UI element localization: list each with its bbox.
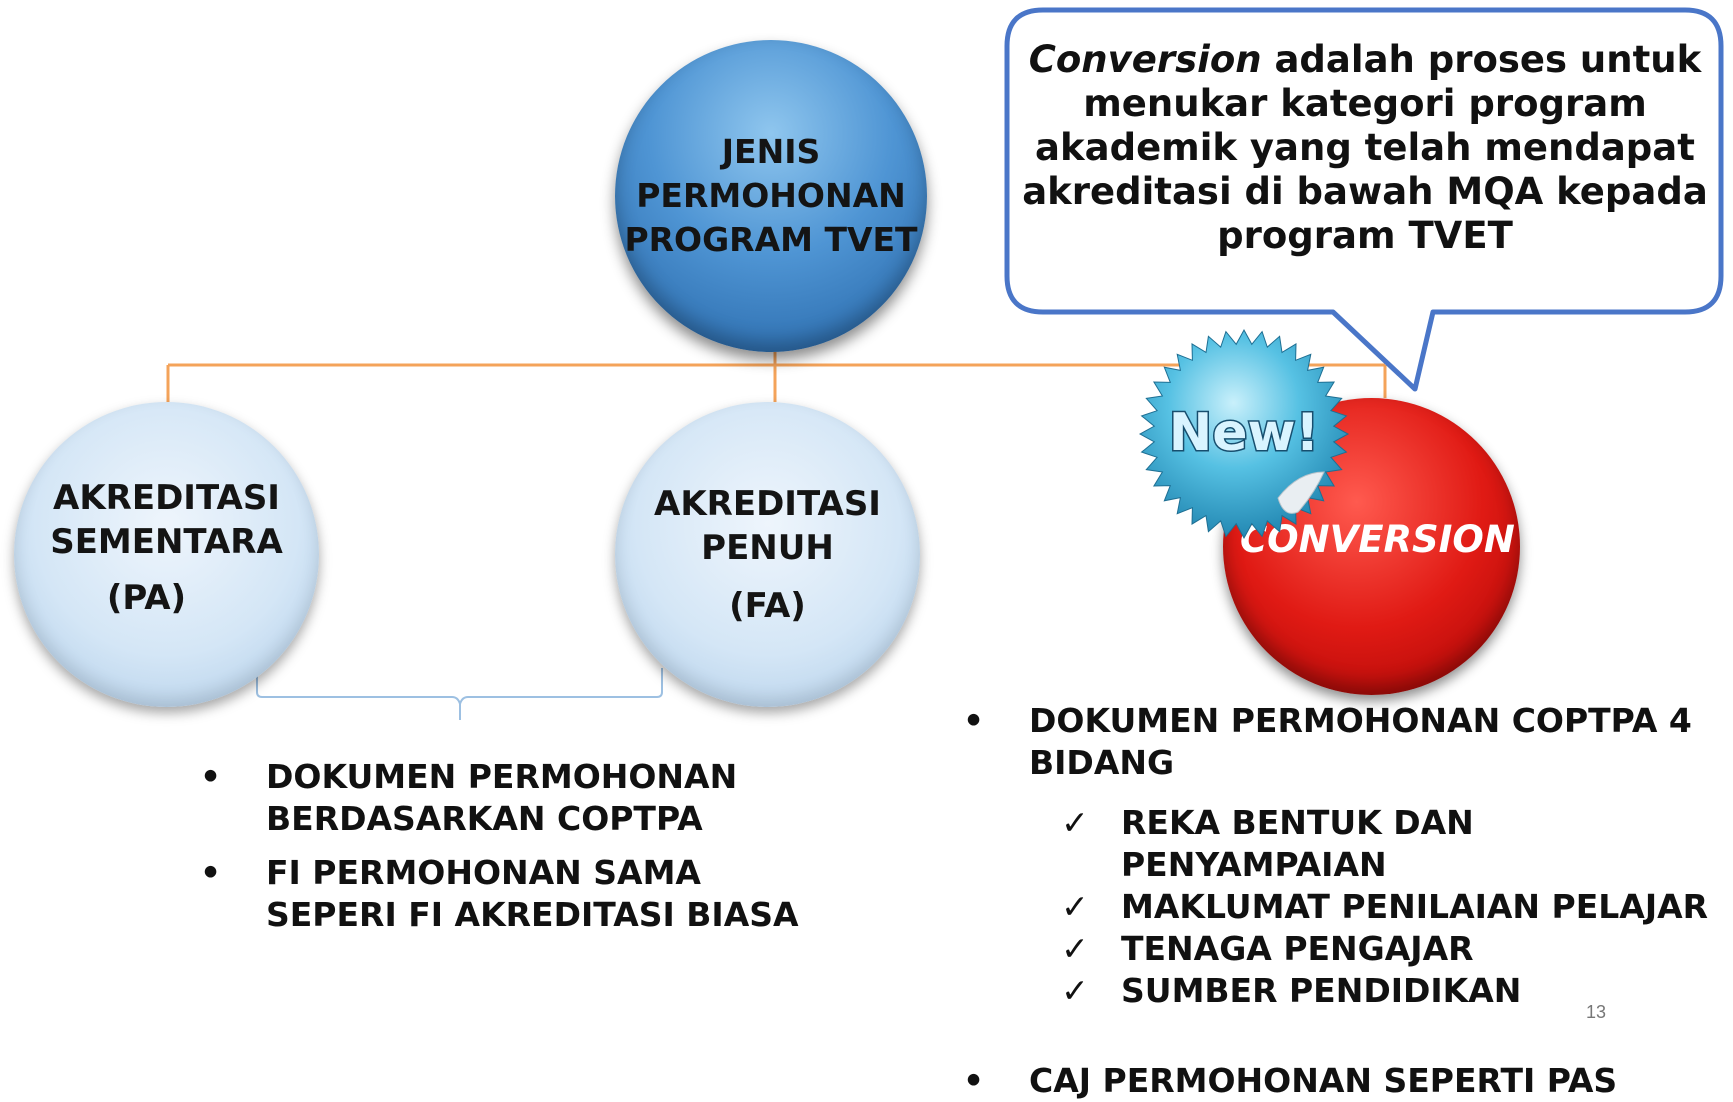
root-node-circle: JENIS PERMOHONAN PROGRAM TVET bbox=[615, 40, 927, 352]
definition-callout-bubble bbox=[1004, 7, 1724, 392]
checklist-item-text: TENAGA PENGAJAR bbox=[1121, 929, 1474, 968]
list-item-text: FI PERMOHONAN SAMA SEPERI FI AKREDITASI … bbox=[266, 852, 799, 936]
list-item-line: BIDANG bbox=[1029, 743, 1175, 782]
checklist: ✓ REKA BENTUK DAN PENYAMPAIAN ✓ MAKLUMAT… bbox=[963, 802, 1733, 1012]
check-icon: ✓ bbox=[1061, 803, 1089, 842]
list-item-line: BERDASARKAN COPTPA bbox=[266, 799, 703, 838]
checklist-item-text: MAKLUMAT PENILAIAN PELAJAR bbox=[1121, 887, 1709, 926]
pa-label-line: (PA) bbox=[106, 577, 187, 618]
checklist-item: ✓ TENAGA PENGAJAR bbox=[1029, 928, 1733, 970]
list-item: • DOKUMEN PERMOHONAN COPTPA 4 BIDANG bbox=[963, 700, 1733, 784]
left-notes-list: • DOKUMEN PERMOHONAN BERDASARKAN COPTPA … bbox=[200, 756, 799, 936]
grouping-brace bbox=[256, 668, 663, 720]
callout-line: program TVET bbox=[1217, 214, 1513, 257]
callout-line: Conversion adalah proses untuk bbox=[1015, 38, 1715, 82]
root-label-line: JENIS bbox=[721, 132, 821, 171]
definition-callout-text: Conversion adalah proses untuk menukar k… bbox=[1015, 38, 1715, 258]
conversion-node-label: CONVERSION bbox=[1240, 518, 1515, 561]
fa-label-line: (FA) bbox=[729, 585, 806, 626]
root-label-line: PERMOHONAN bbox=[636, 176, 906, 215]
check-icon: ✓ bbox=[1061, 971, 1089, 1010]
check-icon: ✓ bbox=[1061, 887, 1089, 926]
pa-node-circle: AKREDITASI SEMENTARA (PA) bbox=[14, 402, 319, 707]
fa-node-label: AKREDITASI PENUH (FA) bbox=[654, 482, 881, 628]
callout-line: akreditasi di bawah MQA kepada bbox=[1022, 170, 1708, 213]
bullet-icon: • bbox=[200, 757, 222, 796]
check-icon: ✓ bbox=[1061, 929, 1089, 968]
list-item: • FI PERMOHONAN SAMA SEPERI FI AKREDITAS… bbox=[200, 852, 799, 936]
peeled-corner bbox=[1277, 471, 1325, 514]
page-number: 13 bbox=[1586, 1002, 1607, 1022]
callout-line: menukar kategori program bbox=[1083, 82, 1647, 125]
list-item: • DOKUMEN PERMOHONAN BERDASARKAN COPTPA bbox=[200, 756, 799, 840]
badge-label: New! bbox=[1169, 403, 1320, 463]
list-item-line: FI PERMOHONAN SAMA bbox=[266, 853, 701, 892]
checklist-item: ✓ SUMBER PENDIDIKAN bbox=[1029, 970, 1733, 1012]
list-item-text: DOKUMEN PERMOHONAN BERDASARKAN COPTPA bbox=[266, 756, 737, 840]
checklist-item: ✓ REKA BENTUK DAN PENYAMPAIAN bbox=[1029, 802, 1733, 886]
list-item-line: DOKUMEN PERMOHONAN COPTPA 4 bbox=[1029, 701, 1692, 740]
root-label-line: PROGRAM TVET bbox=[624, 220, 918, 259]
callout-text-part: adalah proses untuk bbox=[1274, 38, 1702, 81]
checklist-item-text: SUMBER PENDIDIKAN bbox=[1121, 971, 1522, 1010]
list-item-line: SEPERI FI AKREDITASI BIASA bbox=[266, 895, 799, 934]
fa-label-line: PENUH bbox=[701, 527, 834, 568]
checklist-item: ✓ MAKLUMAT PENILAIAN PELAJAR bbox=[1029, 886, 1733, 928]
root-node-label: JENIS PERMOHONAN PROGRAM TVET bbox=[624, 130, 917, 262]
list-item-text: CAJ PERMOHONAN SEPERTI PAS bbox=[1029, 1061, 1618, 1100]
fa-label-line: AKREDITASI bbox=[654, 483, 881, 524]
pa-label-line: AKREDITASI bbox=[53, 477, 280, 518]
bullet-icon: • bbox=[963, 701, 985, 740]
list-item-line: DOKUMEN PERMOHONAN bbox=[266, 757, 738, 796]
callout-term: Conversion bbox=[1028, 38, 1262, 81]
bullet-icon: • bbox=[963, 1061, 985, 1100]
pa-label-line: SEMENTARA bbox=[50, 521, 283, 562]
pa-node-label: AKREDITASI SEMENTARA (PA) bbox=[50, 476, 283, 620]
bullet-icon: • bbox=[200, 853, 222, 892]
new-starburst-badge: New! bbox=[1138, 328, 1350, 540]
list-item-text: DOKUMEN PERMOHONAN COPTPA 4 BIDANG bbox=[1029, 700, 1692, 784]
fa-node-circle: AKREDITASI PENUH (FA) bbox=[615, 402, 920, 707]
checklist-item-text: REKA BENTUK DAN PENYAMPAIAN bbox=[1121, 803, 1474, 884]
callout-line: akademik yang telah mendapat bbox=[1035, 126, 1695, 169]
right-notes-list: • DOKUMEN PERMOHONAN COPTPA 4 BIDANG ✓ R… bbox=[963, 700, 1733, 1102]
list-item: • CAJ PERMOHONAN SEPERTI PAS bbox=[963, 1060, 1733, 1102]
